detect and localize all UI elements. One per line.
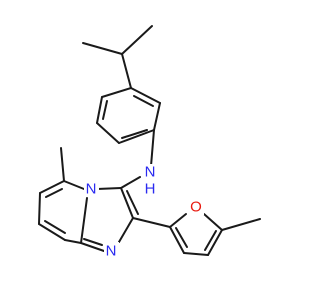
atom-label-layer: N H N N O: [84, 164, 204, 260]
bond-isopropyl-to-ring: [121, 53, 132, 89]
bond-furan-c5-c4-inner: [204, 230, 217, 251]
bond-furan-c5-c4: [207, 229, 223, 256]
bond-c5-c6: [39, 180, 65, 194]
bond-ring-to-nh: [150, 129, 155, 167]
bond-furan-c3-c2: [169, 226, 185, 254]
amine-nitrogen-label: N: [145, 164, 156, 181]
furan-oxygen-label: O: [190, 199, 202, 216]
bond-c8-c8a: [64, 239, 82, 244]
bond-furan-c3-c2-inner: [175, 227, 188, 248]
bond-c2-furan: [132, 217, 171, 228]
bond-furan-methyl: [221, 218, 261, 231]
molecule-structure: N H N N O: [38, 25, 261, 260]
bond-benzene-2: [153, 102, 161, 131]
bond-isopropyl-methyl-right: [121, 25, 153, 55]
bond-c7-c8: [38, 223, 66, 241]
bond-nh-to-c3: [120, 176, 141, 189]
bond-benzene-4: [96, 122, 120, 144]
bond-furan-c4-c3: [183, 252, 209, 256]
bond-c3-c2-inner: [126, 190, 139, 215]
bond-benzene-5: [96, 96, 103, 124]
bridgehead-nitrogen-label: N: [86, 181, 97, 198]
bond-benzene-inner-a: [133, 95, 154, 107]
bond-c3-c2: [120, 187, 134, 219]
bond-layer: [38, 25, 261, 256]
bond-c5-c6-inner: [45, 188, 63, 198]
bond-furan-c2-o: [169, 213, 187, 228]
bond-isopropyl-methyl-left: [82, 42, 123, 55]
bond-benzene-inner-b: [121, 129, 148, 139]
bond-benzene-3: [118, 129, 155, 144]
bond-c5-methyl: [60, 147, 65, 182]
bond-n1-c8a-inner: [83, 238, 103, 246]
bond-c7-c8-inner: [44, 220, 66, 234]
bond-c6-c7: [38, 192, 41, 225]
bond-n4-c5: [63, 180, 85, 190]
bond-benzene-inner-c: [102, 100, 108, 120]
imidazole-nitrogen-label: N: [106, 243, 117, 260]
amine-hydrogen-label: H: [145, 181, 156, 198]
bond-furan-o-c5: [203, 213, 223, 231]
bond-benzene-1: [130, 87, 161, 104]
bond-c8a-n4: [80, 197, 88, 244]
bond-c2-n1: [118, 217, 134, 243]
bond-c3-n4: [96, 187, 122, 190]
bond-benzene-6: [101, 87, 132, 98]
bond-n1-c8a: [80, 242, 105, 252]
